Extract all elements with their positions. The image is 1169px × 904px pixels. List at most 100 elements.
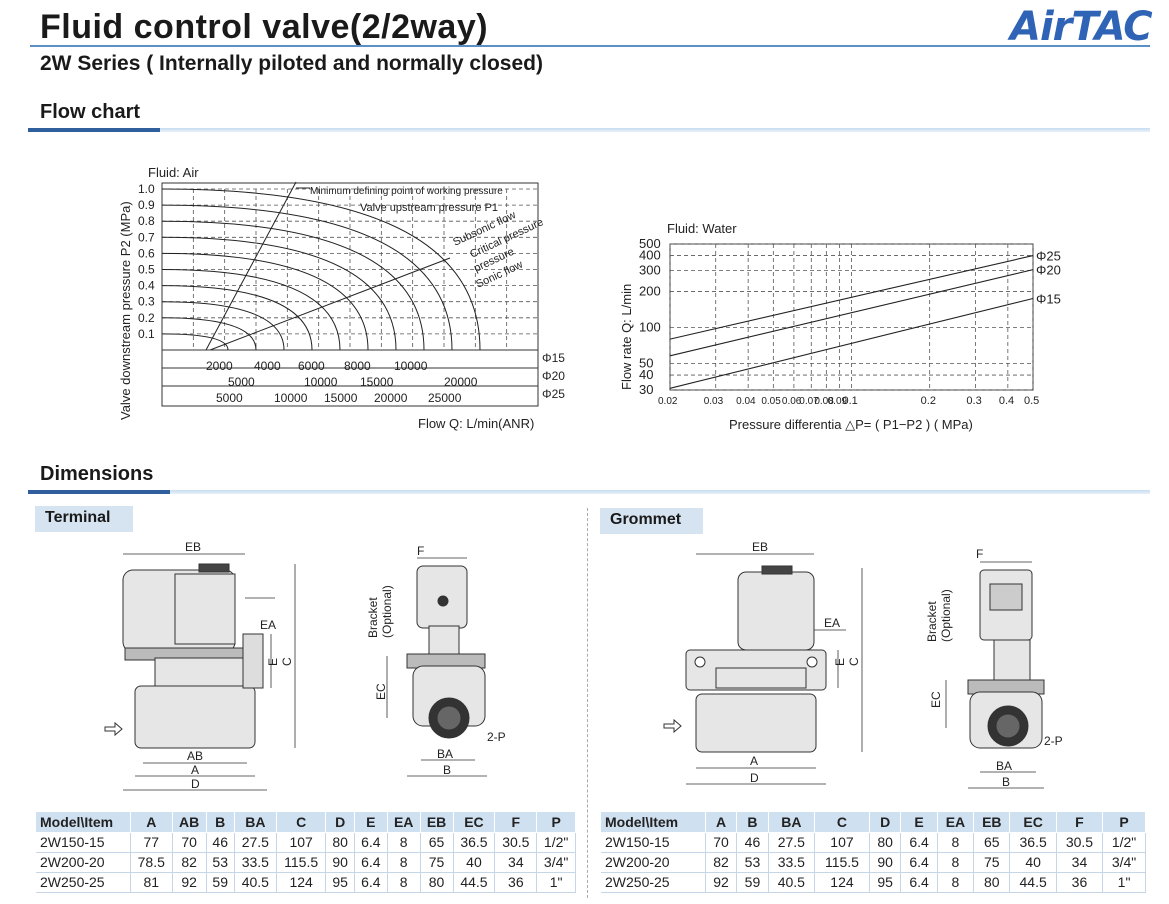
- terminal-table-cell: 40: [453, 852, 496, 873]
- grommet-table-cell: 65: [973, 832, 1011, 853]
- grommet-dim-d-label: D: [750, 771, 759, 785]
- page-title: Fluid control valve(2/2way): [40, 8, 489, 46]
- air-pressure-curve: [161, 252, 369, 351]
- terminal-table-column-header: P: [536, 812, 576, 833]
- water-x-tick-label: 0.09: [828, 396, 848, 407]
- terminal-table-cell: 6.4: [354, 832, 388, 853]
- air-pressure-curve: [161, 220, 425, 351]
- terminal-table-cell: 33.5: [234, 852, 277, 873]
- air-x-tick-label: 6000: [298, 359, 325, 373]
- grommet-table-column-header: D: [869, 812, 902, 833]
- air-y-axis-label: Valve downstream pressure P2 (MPa): [118, 201, 133, 420]
- air-y-tick-label: 0.5: [138, 263, 155, 277]
- terminal-table-cell: 2W250-25: [36, 872, 131, 893]
- air-y-tick-label: 0.9: [138, 198, 155, 212]
- terminal-table-cell: 40.5: [234, 872, 277, 893]
- grommet-table-cell: 2W200-20: [601, 852, 706, 873]
- terminal-table-cell: 65: [420, 832, 454, 853]
- terminal-table-column-header: EC: [453, 812, 496, 833]
- dimensions-rule: [28, 490, 1150, 494]
- water-x-tick-label: 0.06: [782, 396, 802, 407]
- water-y-tick-label: 400: [639, 248, 661, 263]
- grommet-table-cell: 44.5: [1009, 872, 1057, 893]
- water-x-tick-label: 0.08: [814, 396, 834, 407]
- grommet-table-cell: 70: [705, 832, 738, 853]
- terminal-table-cell: 30.5: [494, 832, 538, 853]
- terminal-table-column-header: B: [206, 812, 235, 833]
- grommet-table-cell: 59: [736, 872, 769, 893]
- air-annotation-upstream: Valve upstream pressure P1: [360, 202, 498, 214]
- air-annotation-min-point: Minimum defining point of working pressu…: [310, 186, 503, 197]
- terminal-table-cell: 3/4": [536, 852, 576, 873]
- terminal-table-cell: 59: [206, 872, 235, 893]
- terminal-table-column-header: F: [494, 812, 538, 833]
- grommet-table-cell: 34: [1056, 852, 1104, 873]
- grommet-flow-arrow-icon: [663, 718, 682, 734]
- grommet-dim-ec-label: EC: [929, 691, 943, 708]
- water-fluid-label: Fluid: Water: [667, 221, 737, 236]
- terminal-front-dimensions: [123, 553, 296, 791]
- air-fluid-label: Fluid: Air: [148, 165, 199, 180]
- terminal-table-column-header: AB: [172, 812, 207, 833]
- water-y-tick-label: 30: [639, 382, 653, 397]
- air-pressure-curve: [161, 236, 397, 351]
- air-x-tick-label: 15000: [324, 391, 358, 405]
- water-y-tick-label: 50: [639, 355, 653, 370]
- grommet-table-cell: 8: [937, 832, 975, 853]
- terminal-table-cell: 82: [172, 852, 207, 873]
- terminal-table-cell: 124: [276, 872, 327, 893]
- dim-ba-label: BA: [437, 747, 453, 761]
- grommet-table-cell: 53: [736, 852, 769, 873]
- water-series-label: Φ15: [1036, 291, 1061, 306]
- terminal-table-cell: 8: [387, 872, 421, 893]
- grommet-table-column-header: F: [1056, 812, 1104, 833]
- grommet-dim-a-label: A: [750, 754, 758, 768]
- grommet-table-cell: 95: [869, 872, 902, 893]
- water-x-tick-label: 0.4: [999, 395, 1014, 407]
- grommet-table-cell: 40: [1009, 852, 1057, 873]
- water-x-tick-label: 0.1: [843, 395, 858, 407]
- dim-d-label: D: [191, 777, 200, 791]
- grommet-table-column-header: A: [705, 812, 738, 833]
- dim-ea-label: EA: [260, 618, 276, 632]
- terminal-table-cell: 8: [387, 832, 421, 853]
- water-series-line: [669, 255, 1034, 340]
- grommet-drawings: EB EA E C A D F Bracket (Optional) EC 2-…: [663, 540, 1063, 789]
- grommet-table-cell: 1": [1102, 872, 1146, 893]
- dim-ec-label: EC: [374, 683, 388, 700]
- air-scale-box: [161, 349, 539, 407]
- water-y-tick-label: 40: [639, 367, 653, 382]
- water-x-tick-label: 0.03: [704, 396, 724, 407]
- water-y-tick-label: 200: [639, 284, 661, 299]
- terminal-table-cell: 1/2": [536, 832, 576, 853]
- terminal-heading: Terminal: [35, 506, 133, 532]
- grommet-table-cell: 40.5: [768, 872, 815, 893]
- grommet-table-column-header: B: [736, 812, 769, 833]
- terminal-table-column-header: Model\Item: [36, 812, 131, 833]
- air-pressure-curve: [161, 204, 453, 351]
- air-x-tick-label: 25000: [428, 391, 462, 405]
- air-x-tick-label: 8000: [344, 359, 371, 373]
- dim-f-label: F: [417, 544, 424, 558]
- grommet-bracket-label: Bracket: [925, 601, 939, 642]
- air-x-tick-label: 10000: [274, 391, 308, 405]
- water-series-line: [669, 297, 1034, 389]
- flow-chart-heading: Flow chart: [40, 101, 141, 123]
- dim-b-label: B: [443, 763, 451, 777]
- water-series-label: Φ20: [1036, 263, 1061, 278]
- air-x-tick-label: 5000: [216, 391, 243, 405]
- grommet-table-cell: 80: [869, 832, 902, 853]
- grommet-table-cell: 33.5: [768, 852, 815, 873]
- terminal-table-cell: 53: [206, 852, 235, 873]
- water-x-tick-label: 0.05: [761, 396, 781, 407]
- terminal-table-column-header: EA: [387, 812, 421, 833]
- grommet-table-column-header: P: [1102, 812, 1146, 833]
- terminal-table-cell: 80: [325, 832, 355, 853]
- grommet-table-column-header: EC: [1009, 812, 1057, 833]
- terminal-table-column-header: D: [325, 812, 355, 833]
- terminal-table-cell: 2W150-15: [36, 832, 131, 853]
- dimensions-heading: Dimensions: [40, 463, 154, 485]
- flow-chart-rule: [28, 128, 1150, 132]
